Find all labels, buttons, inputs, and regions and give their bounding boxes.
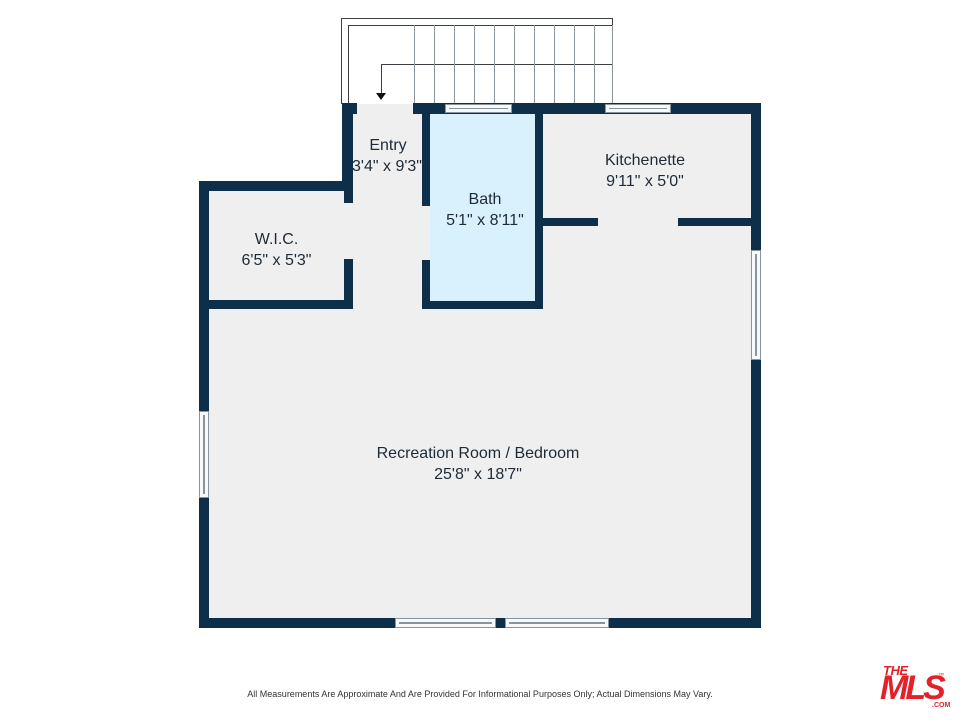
room-dimensions: 6'5" x 5'3"	[241, 252, 312, 269]
window	[445, 104, 512, 113]
disclaimer: All Measurements Are Approximate And Are…	[247, 689, 713, 699]
wall	[344, 181, 353, 203]
window	[199, 411, 209, 498]
stair-tread	[554, 25, 555, 104]
room-name: Entry	[369, 137, 407, 154]
wall-right	[751, 103, 761, 628]
stair-outline-top	[341, 18, 613, 19]
room-name: Bath	[468, 191, 502, 208]
stair-path-line	[381, 64, 613, 65]
window	[505, 618, 609, 628]
down-arrow-icon	[376, 93, 386, 100]
room-label-kitchenette: Kitchenette 9'11" x 5'0"	[570, 150, 720, 192]
stair-tread	[514, 25, 515, 104]
room-name: W.I.C.	[254, 231, 299, 248]
stair-tread	[594, 25, 595, 104]
wall-bath-left	[422, 260, 430, 309]
room-name: Kitchenette	[604, 152, 686, 169]
room-name: Recreation Room / Bedroom	[376, 445, 580, 462]
wall-kitchenette-bottom	[535, 218, 598, 226]
stair-outline-right	[612, 18, 613, 26]
logo-tm: ™	[938, 673, 944, 679]
stair-tread	[494, 25, 495, 104]
stair-inner-top	[348, 25, 613, 26]
stair-outline-left	[341, 18, 342, 104]
stair-tread	[414, 25, 415, 104]
stair-tread	[434, 25, 435, 104]
room-label-wic: W.I.C. 6'5" x 5'3"	[209, 229, 344, 271]
bath-floor	[430, 114, 535, 301]
mls-logo: THE MLS ™ .COM	[880, 663, 958, 711]
logo-main: MLS	[880, 669, 946, 707]
wall-top	[413, 103, 761, 114]
stair-tread	[574, 25, 575, 104]
room-dimensions: 9'11" x 5'0"	[606, 173, 684, 190]
stair-inner-left	[348, 25, 349, 104]
wall-kitchenette-bottom	[678, 218, 761, 226]
wall-left	[199, 181, 209, 628]
wall-wic-top	[199, 181, 353, 191]
logo-top: THE	[883, 663, 908, 678]
wall	[344, 259, 353, 309]
stair-tread	[612, 25, 613, 104]
wall-bath-left	[422, 103, 430, 206]
room-dimensions: 25'8" x 18'7"	[434, 466, 522, 483]
room-label-bath: Bath 5'1" x 8'11"	[430, 189, 540, 231]
wall-bath-right	[535, 103, 543, 309]
room-label-entry: Entry 3'4" x 9'3"	[340, 135, 436, 177]
wall-wic-bottom	[199, 300, 353, 309]
room-dimensions: 5'1" x 8'11"	[446, 212, 524, 229]
room-dimensions: 3'4" x 9'3"	[352, 158, 422, 175]
stair-tread	[474, 25, 475, 104]
window	[605, 104, 671, 113]
stair-path-drop	[381, 64, 382, 94]
stair-tread	[534, 25, 535, 104]
wall-bath-bottom	[422, 301, 543, 309]
room-label-recreation: Recreation Room / Bedroom 25'8" x 18'7"	[330, 443, 626, 485]
window	[751, 250, 761, 360]
logo-sub: .COM	[932, 702, 951, 709]
wall	[342, 103, 353, 189]
stair-tread	[454, 25, 455, 104]
window	[395, 618, 496, 628]
